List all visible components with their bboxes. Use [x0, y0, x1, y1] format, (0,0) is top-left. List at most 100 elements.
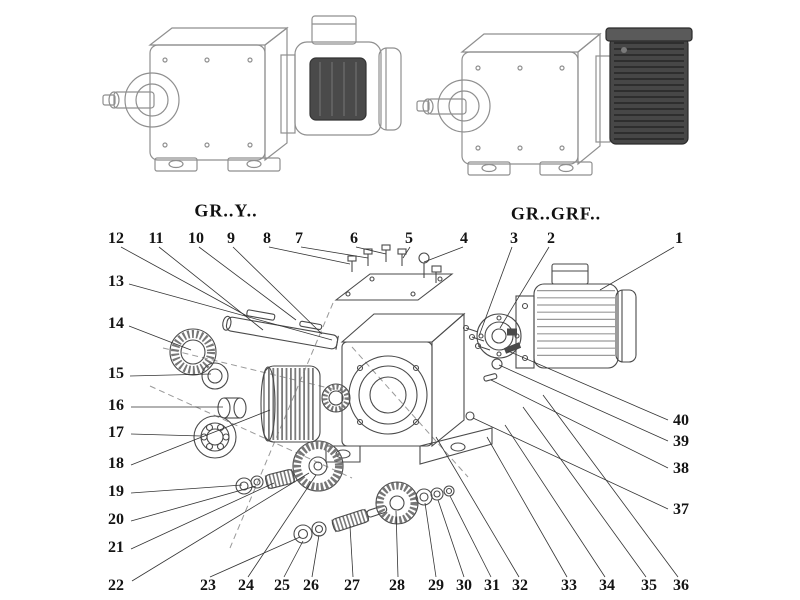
- leader-lines-layer: [120, 246, 679, 582]
- leader-line-29: [424, 502, 437, 578]
- callout-38: 38: [673, 460, 689, 477]
- leader-line-1: [599, 246, 675, 291]
- leader-line-40: [507, 350, 669, 421]
- part-washers-lower-right: [415, 485, 455, 506]
- part-output-gear: [375, 481, 419, 525]
- part-toothed-ring: [169, 328, 217, 376]
- callout-6: 6: [350, 230, 358, 247]
- callout-20: 20: [108, 511, 124, 528]
- leader-line-2: [499, 246, 550, 329]
- callout-15: 15: [108, 365, 124, 382]
- callout-36: 36: [673, 577, 689, 594]
- callout-5: 5: [405, 230, 413, 247]
- callout-39: 39: [673, 433, 689, 450]
- leader-line-25: [283, 540, 304, 578]
- part-input-shaft: [222, 309, 339, 350]
- part-retaining-rings: [293, 521, 327, 544]
- exploded-view: [149, 244, 637, 549]
- leader-line-20: [130, 485, 257, 522]
- leader-line-26: [311, 534, 320, 578]
- part-housing: [325, 312, 493, 465]
- callout-23: 23: [200, 577, 216, 594]
- dark-finned-motor: [605, 27, 693, 145]
- callout-24: 24: [238, 577, 254, 594]
- callout-29: 29: [428, 577, 444, 594]
- callout-26: 26: [303, 577, 319, 594]
- part-large-gear: [260, 365, 321, 443]
- callout-25: 25: [274, 577, 290, 594]
- part-shaft-stub: [503, 342, 522, 354]
- callout-27: 27: [344, 577, 360, 594]
- part-oil-seal: [201, 362, 229, 390]
- callout-12: 12: [108, 230, 124, 247]
- leader-line-30: [437, 499, 465, 578]
- part-small-washer: [491, 358, 503, 370]
- leader-line-7: [300, 246, 369, 259]
- leader-line-36: [542, 394, 679, 578]
- callout-34: 34: [599, 577, 615, 594]
- drain-plug: [465, 411, 475, 421]
- leader-line-10: [198, 246, 297, 321]
- callout-3: 3: [510, 230, 518, 247]
- leader-line-33: [486, 436, 568, 578]
- leader-line-3: [478, 246, 513, 337]
- illustration-gearmotor-gr-y: [102, 15, 402, 172]
- leader-line-22: [131, 472, 310, 582]
- leader-line-39: [498, 364, 669, 442]
- motor-winding-dark-area: [309, 57, 367, 121]
- leader-line-35: [522, 406, 647, 578]
- part-input-flange: [476, 313, 522, 359]
- leader-line-9: [232, 246, 323, 335]
- callout-18: 18: [108, 455, 124, 472]
- leader-line-21: [130, 482, 275, 550]
- leader-line-38: [490, 379, 669, 469]
- leader-line-18: [130, 409, 271, 466]
- illustration-gearmotor-gr-grf: [416, 27, 693, 176]
- callout-21: 21: [108, 539, 124, 556]
- callout-16: 16: [108, 397, 124, 414]
- callout-28: 28: [389, 577, 405, 594]
- callout-8: 8: [263, 230, 271, 247]
- leader-line-34: [504, 424, 606, 578]
- leader-line-15: [129, 373, 212, 377]
- leader-line-28: [395, 510, 399, 578]
- part-pinion-shaft: [264, 468, 296, 490]
- callout-1: 1: [675, 230, 683, 247]
- part-washers-lower-left: [235, 475, 264, 495]
- part-splined-shaft: [331, 505, 388, 533]
- leader-line-37: [472, 417, 669, 510]
- callout-14: 14: [108, 315, 124, 332]
- callout-22: 22: [108, 577, 124, 594]
- leader-line-6: [355, 246, 387, 255]
- leader-line-14: [128, 325, 192, 351]
- callout-35: 35: [641, 577, 657, 594]
- leader-line-27: [349, 525, 354, 578]
- callout-30: 30: [456, 577, 472, 594]
- title-gr-y: GR..Y..: [194, 200, 258, 221]
- callout-32: 32: [512, 577, 528, 594]
- part-shaft-key: [483, 373, 498, 382]
- callout-7: 7: [295, 230, 303, 247]
- callout-19: 19: [108, 483, 124, 500]
- leader-line-32: [435, 436, 520, 578]
- part-ball-bearing: [193, 415, 237, 459]
- part-cover-plate-and-screws: [334, 244, 454, 301]
- callout-31: 31: [484, 577, 500, 594]
- leader-line-31: [449, 495, 492, 578]
- callout-10: 10: [188, 230, 204, 247]
- leader-line-8: [268, 246, 351, 265]
- callout-9: 9: [227, 230, 235, 247]
- leader-line-12: [120, 246, 248, 317]
- callout-4: 4: [460, 230, 468, 247]
- callout-11: 11: [148, 230, 164, 247]
- leader-line-19: [130, 484, 243, 494]
- callout-13: 13: [108, 273, 124, 290]
- callout-2: 2: [547, 230, 555, 247]
- part-electric-motor: [507, 263, 637, 369]
- callout-17: 17: [108, 424, 124, 441]
- leader-line-13: [128, 283, 333, 341]
- leader-line-4: [423, 246, 464, 263]
- part-spacer-bushing: [217, 397, 247, 419]
